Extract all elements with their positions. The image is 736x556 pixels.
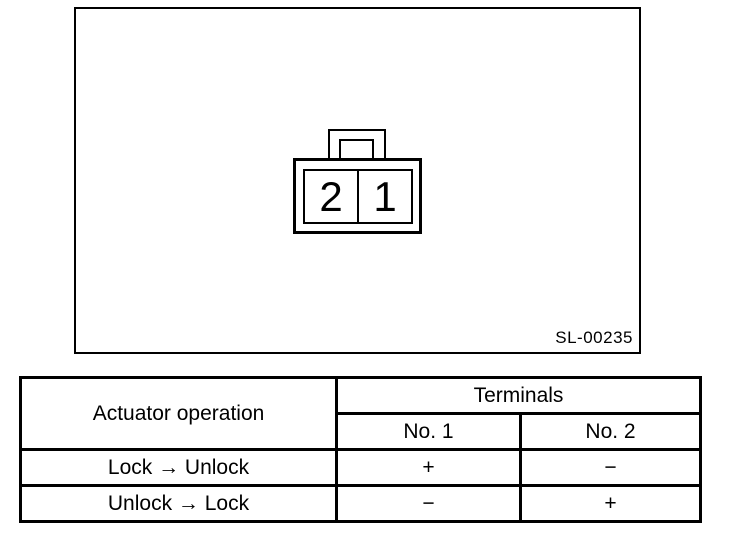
operation-header-cell: Actuator operation [19,376,338,451]
operation-cell: Lock → Unlock [19,448,338,487]
terminals-header-cell: Terminals [334,376,703,415]
terminals-table: Actuator operation Terminals No. 1 No. 2… [19,376,703,523]
connector-diagram: 2 1 [76,9,639,352]
no2-polarity-cell: − [518,448,703,487]
table-header-row-2: No. 1 No. 2 [21,412,703,451]
operation-cell: Unlock → Lock [19,484,338,523]
connector-pin-1: 1 [373,172,397,220]
connector-pin-2: 2 [305,171,359,222]
terminal-no2-header-cell: No. 2 [518,412,703,451]
table-header-row-1: Actuator operation Terminals [19,376,703,451]
connector-body: 2 1 [293,158,422,234]
figure-code-label: SL-00235 [555,328,633,347]
table-row-unlock-lock: Unlock → Lock − + [19,484,703,523]
terminal-no1-header-cell: No. 1 [335,412,522,451]
no1-polarity-cell: + [335,448,522,487]
no1-polarity-cell: − [335,484,522,523]
no2-polarity-cell: + [518,484,703,523]
table-row-lock-unlock: Lock → Unlock + − [19,448,703,487]
figure-box: 2 1 SL-00235 [74,7,641,354]
connector-cavity: 2 1 [303,169,413,224]
